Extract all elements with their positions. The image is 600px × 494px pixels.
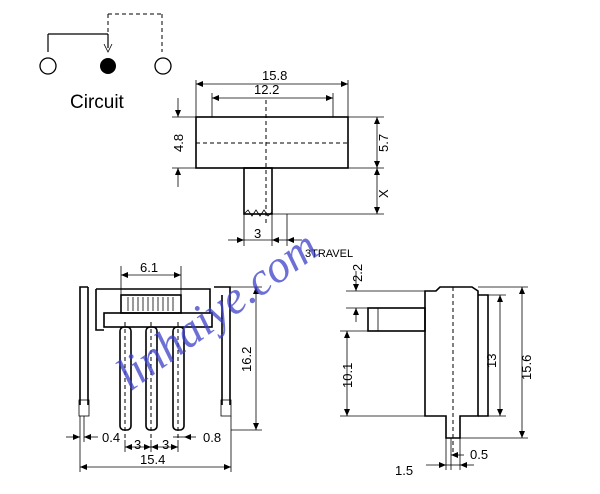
dim-side-mid-height: 13 [484, 354, 499, 368]
circuit-diagram: Circuit [39, 13, 172, 113]
watermark-text: linhaiye.com [106, 220, 327, 400]
top-view: 15.8 12.2 4.8 5.7 X 3 3TRAVEL [171, 68, 391, 260]
dim-top-width: 6.1 [140, 260, 158, 275]
dim-outer-width: 15.8 [262, 68, 287, 83]
dim-side-top: 2.2 [350, 264, 365, 282]
circuit-terminal-left [39, 57, 57, 75]
dim-side-bottom-right: 0.5 [470, 447, 488, 462]
dim-pin-width: 0.8 [203, 430, 221, 445]
dim-side-left-height: 10.1 [340, 363, 355, 388]
dim-total-width: 15.4 [140, 452, 165, 467]
dim-pin-thickness: 0.4 [102, 430, 120, 445]
dim-actuator-width: 3 [254, 226, 261, 241]
dim-side-total-height: 15.6 [519, 355, 534, 380]
dim-height-left: 4.8 [171, 134, 186, 152]
dim-side-bottom-left: 1.5 [395, 463, 413, 478]
dim-pitch-1: 3 [134, 437, 141, 452]
circuit-terminal-common [100, 58, 116, 74]
front-view: 6.1 16.2 0.4 3 3 0.8 15.4 [66, 260, 262, 472]
dim-pitch-2: 3 [162, 437, 169, 452]
side-view: 2.2 10.1 13 15.6 1.5 0.5 [340, 264, 534, 478]
dim-inner-width: 12.2 [254, 82, 279, 97]
dim-travel: 3TRAVEL [305, 248, 353, 260]
dim-pin-height: 16.2 [239, 347, 254, 372]
dim-height-right: 5.7 [376, 134, 391, 152]
dim-actuator-x: X [376, 189, 391, 198]
circuit-label: Circuit [70, 92, 125, 113]
circuit-terminal-right [154, 57, 172, 75]
